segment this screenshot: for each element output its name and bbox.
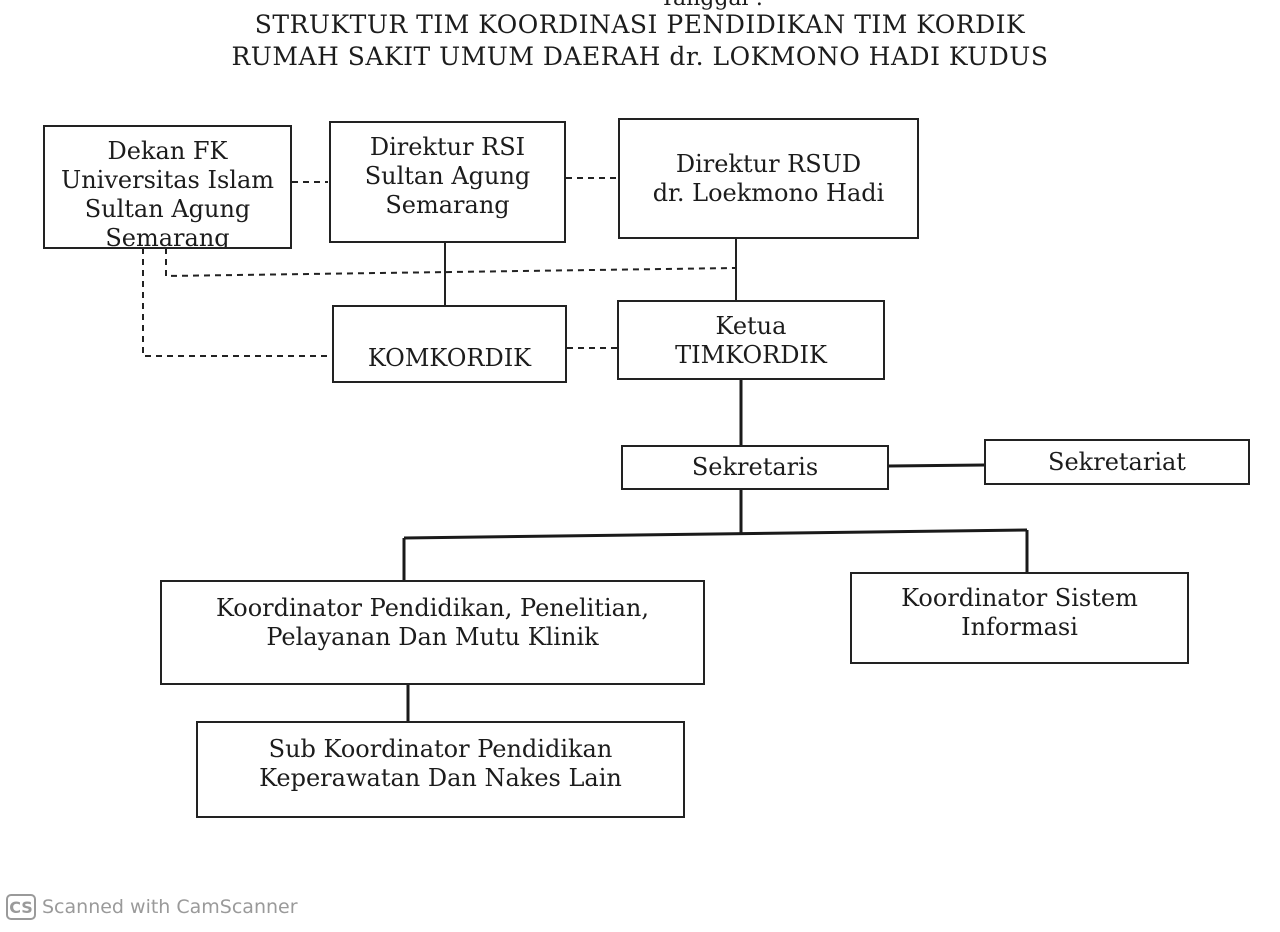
dekan-line-4: Semarang [105,224,230,249]
box-dekan-fk: Dekan FK Universitas Islam Sultan Agung … [43,125,292,249]
ketua-line-2: TIMKORDIK [675,341,827,369]
line-sekretaris-sekretariat [888,463,986,468]
koord-pendidikan-line-2: Pelayanan Dan Mutu Klinik [266,623,599,651]
rsi-line-2: Sultan Agung [364,162,531,190]
box-koordinator-pendidikan: Koordinator Pendidikan, Penelitian, Pela… [160,580,705,685]
sub-koord-line-2: Keperawatan Dan Nakes Lain [259,764,622,792]
page-title-line-1: STRUKTUR TIM KOORDINASI PENDIDIKAN TIM K… [254,10,1026,39]
dekan-line-2: Universitas Islam [60,166,275,194]
komkordik-label: KOMKORDIK [367,344,532,372]
sekretariat-label: Sekretariat [1048,447,1186,476]
koord-sistem-line-2: Informasi [961,613,1078,641]
sub-koord-line-1: Sub Koordinator Pendidikan [268,735,613,763]
dash-dekan-rsud [165,248,736,278]
koord-pendidikan-line-1: Koordinator Pendidikan, Penelitian, [215,594,650,622]
box-komkordik: KOMKORDIK [332,305,567,383]
box-sekretaris: Sekretaris [621,445,889,490]
rsud-line-2: dr. Loekmono Hadi [652,178,885,207]
koord-sistem-line-1: Koordinator Sistem [901,584,1138,612]
ketua-line-1: Ketua [715,312,787,340]
camscanner-watermark: CS Scanned with CamScanner [6,894,298,920]
rsi-line-1: Direktur RSI [369,133,526,161]
dekan-line-3: Sultan Agung [84,195,251,223]
box-ketua-timkordik: Ketua TIMKORDIK [617,300,885,380]
sekretaris-label: Sekretaris [691,453,819,481]
box-direktur-rsi: Direktur RSI Sultan Agung Semarang [329,121,566,243]
camscanner-logo-icon: CS [6,894,36,920]
rsud-line-1: Direktur RSUD [675,149,862,178]
page-title-line-2: RUMAH SAKIT UMUM DAERAH dr. LOKMONO HADI… [231,42,1049,71]
rsi-line-3: Semarang [385,191,510,219]
box-sub-koordinator: Sub Koordinator Pendidikan Keperawatan D… [196,721,685,818]
box-sekretariat: Sekretariat [984,439,1250,485]
dekan-line-1: Dekan FK [107,137,228,165]
line-branch [403,528,1028,540]
box-koordinator-sistem-informasi: Koordinator Sistem Informasi [850,572,1189,664]
watermark-text: Scanned with CamScanner [42,896,298,918]
dash-dekan-komkordik [142,248,332,357]
cut-off-header-text: Tanggal : [660,0,763,11]
box-direktur-rsud: Direktur RSUD dr. Loekmono Hadi [618,118,919,239]
